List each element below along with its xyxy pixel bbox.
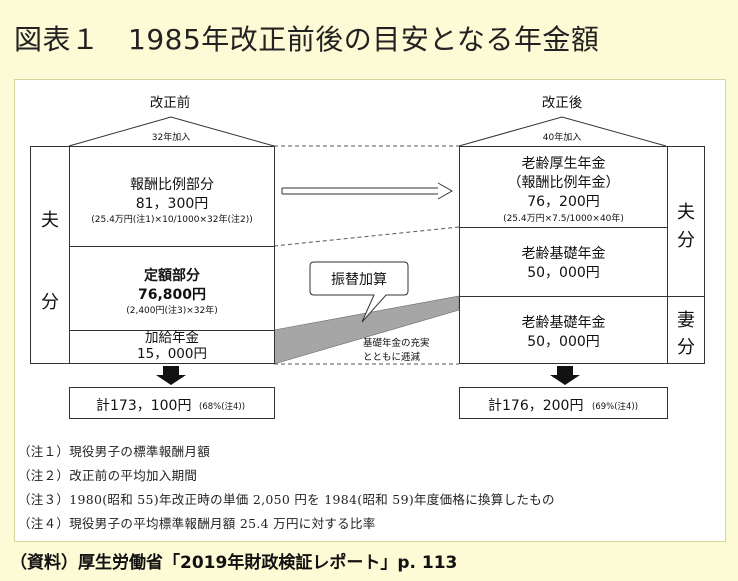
after-total-main: 計176，200円 — [488, 398, 584, 414]
before-roof-label: 32年加入 — [151, 133, 191, 143]
after-header: 改正後 — [541, 95, 583, 111]
before-side-label-1: 夫 — [41, 210, 59, 231]
callout-bubble — [309, 261, 409, 323]
after-husband-column — [667, 146, 705, 297]
before-flat-title: 定額部分 — [144, 268, 200, 284]
down-arrow-icon-after — [550, 366, 580, 385]
note-4: （注４）現役男子の平均標準報酬月額 25.4 万円に対する比率 — [18, 516, 376, 531]
after-earnings-formula: (25.4万円×7.5/1000×40年) — [503, 214, 624, 224]
before-spouse-box — [69, 330, 275, 364]
before-flat-formula: (2,400円(注3)×32年) — [126, 306, 218, 316]
before-spouse-amount: 15，000円 — [137, 346, 207, 362]
after-wife-basic-amount: 50，000円 — [527, 334, 600, 350]
before-earnings-box — [69, 146, 275, 247]
before-earnings-amount: 81，300円 — [135, 196, 209, 212]
after-husband-label-1: 夫 — [677, 202, 695, 223]
after-wife-label-1: 妻 — [677, 310, 695, 331]
after-total-ratio: (69%(注4)) — [592, 402, 639, 412]
after-earnings-subtitle: （報酬比例年金） — [507, 175, 620, 191]
after-earnings-amount: 76，200円 — [527, 194, 600, 210]
after-earnings-title: 老齢厚生年金 — [521, 156, 606, 172]
after-earnings-box — [459, 146, 668, 228]
before-flat-box — [69, 246, 275, 331]
after-total-box — [459, 387, 668, 419]
note-3: （注３）1980(昭和 55)年改正時の単価 2,050 円を 1984(昭和 … — [18, 492, 555, 507]
dash-mid — [273, 226, 460, 247]
furikae-callout-label: 振替加算 — [331, 272, 387, 288]
source-citation: （資料）厚生労働省「2019年財政検証レポート」p. 113 — [10, 553, 458, 573]
before-total-box — [69, 387, 275, 419]
after-wife-column — [667, 296, 705, 364]
before-earnings-formula: (25.4万円(注1)×10/1000×32年(注2)) — [91, 215, 253, 225]
before-earnings-title: 報酬比例部分 — [130, 177, 214, 193]
decline-note-2: とともに逓減 — [363, 352, 421, 363]
before-side-label-2: 分 — [41, 292, 59, 313]
figure-title: 図表１ 1985年改正前後の目安となる年金額 — [14, 23, 600, 56]
before-husband-column — [30, 146, 70, 364]
before-total-main: 計173，100円 — [96, 398, 192, 414]
after-basic-amount: 50，000円 — [527, 265, 600, 281]
after-basic-title: 老齢基礎年金 — [521, 246, 606, 262]
note-1: （注１）現役男子の標準報酬月額 — [18, 444, 211, 459]
before-roof — [68, 116, 275, 147]
after-roof — [458, 116, 667, 147]
after-roof-label: 40年加入 — [542, 133, 582, 143]
before-header: 改正前 — [149, 95, 191, 111]
after-husband-label-2: 分 — [677, 230, 695, 251]
before-flat-amount: 76,800円 — [137, 287, 207, 303]
transfer-arrow-icon — [281, 182, 454, 200]
down-arrow-icon-before — [156, 366, 186, 385]
before-spouse-title: 加給年金 — [145, 330, 199, 346]
after-wife-basic-box — [459, 296, 668, 364]
after-wife-basic-title: 老齢基礎年金 — [521, 315, 606, 331]
decline-note-1: 基礎年金の充実 — [363, 338, 430, 349]
note-2: （注２）改正前の平均加入期間 — [18, 468, 198, 483]
before-total-ratio: (68%(注4)) — [199, 402, 246, 412]
after-wife-label-2: 分 — [677, 337, 695, 358]
